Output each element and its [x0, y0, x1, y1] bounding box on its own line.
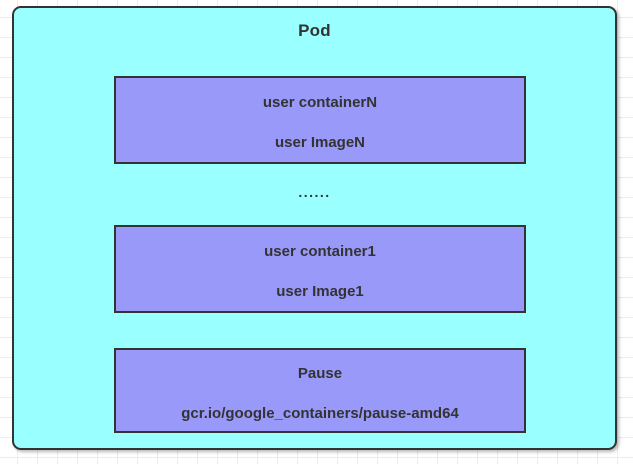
ellipsis-label: ...... — [298, 184, 331, 200]
pod-title: Pod — [298, 21, 331, 40]
container-name-label: user containerN — [262, 94, 378, 111]
container-box-user-container-1: user container1 user Image1 — [114, 225, 526, 313]
container-image-label: user ImageN — [274, 134, 366, 151]
container-image-label: gcr.io/google_containers/pause-amd64 — [181, 404, 459, 422]
container-image-label: user Image1 — [276, 283, 364, 300]
container-name-label: user container1 — [264, 243, 376, 260]
container-box-user-container-n: user containerN user ImageN — [114, 76, 526, 164]
pod-box: Pod user containerN user ImageN ...... u… — [12, 6, 617, 450]
container-name-label: Pause — [297, 364, 343, 382]
container-box-pause: Pause gcr.io/google_containers/pause-amd… — [114, 348, 526, 433]
